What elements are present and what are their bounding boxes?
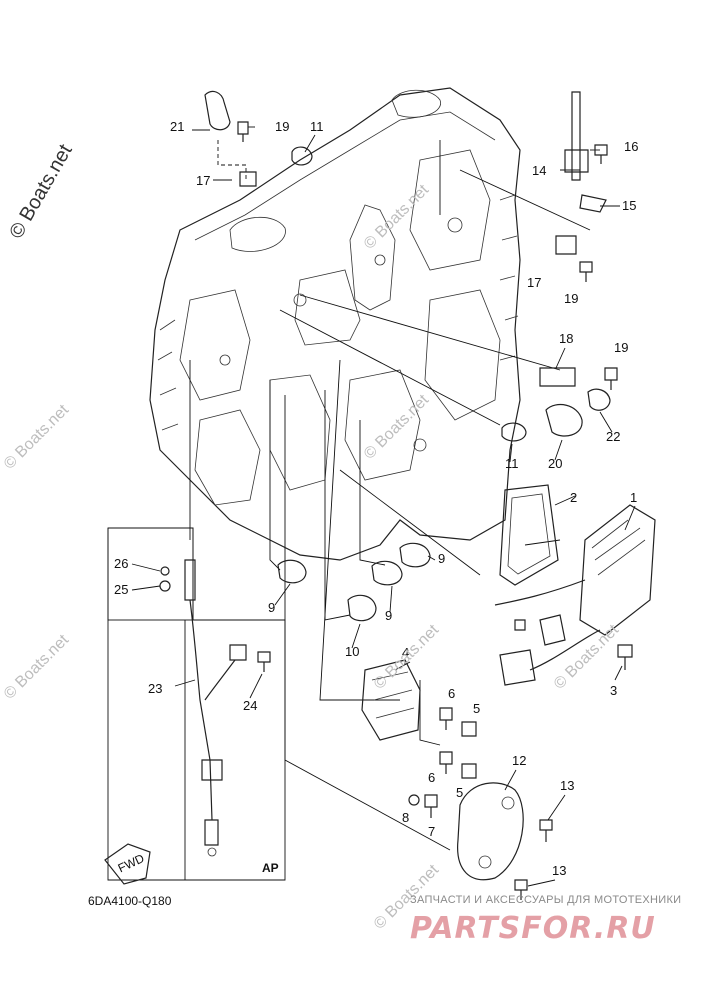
callout-2: 2 [570, 490, 577, 505]
callout-6a: 6 [448, 686, 455, 701]
fwd-arrow: FWD [104, 843, 151, 885]
diagram-code: 6DA4100-Q180 [88, 894, 172, 908]
callout-9a: 9 [438, 551, 445, 566]
callout-19a: 19 [275, 119, 289, 134]
callout-26: 26 [114, 556, 128, 571]
callout-labels: 1 2 3 4 5 5 6 6 7 8 9 9 9 10 11 11 12 13… [114, 119, 638, 878]
watermark-main: © Boats.net [5, 140, 77, 242]
callout-10: 10 [345, 644, 359, 659]
callout-14: 14 [532, 163, 546, 178]
watermark-1: © Boats.net [1, 401, 73, 473]
callout-22: 22 [606, 429, 620, 444]
callout-1: 1 [630, 490, 637, 505]
shop-tagline: ЗАПЧАСТИ И АКСЕССУАРЫ ДЛЯ МОТОТЕХНИКИ [410, 894, 681, 906]
callout-19c: 19 [614, 340, 628, 355]
watermark-5: © Boats.net [371, 621, 443, 693]
callout-13a: 13 [560, 778, 574, 793]
callout-17b: 17 [527, 275, 541, 290]
callout-12: 12 [512, 753, 526, 768]
callout-8: 8 [402, 810, 409, 825]
callout-11b: 11 [505, 456, 519, 471]
callout-5b: 5 [456, 785, 463, 800]
inset-ap-box [107, 527, 286, 881]
callout-21: 21 [170, 119, 184, 134]
callout-15: 15 [622, 198, 636, 213]
small-parts [204, 90, 656, 900]
watermark-4: © Boats.net [361, 391, 433, 463]
callout-3: 3 [610, 683, 617, 698]
callout-25: 25 [114, 582, 128, 597]
callout-19b: 19 [564, 291, 578, 306]
callout-9c: 9 [268, 600, 275, 615]
callout-11a: 11 [310, 119, 324, 134]
callout-6b: 6 [428, 770, 435, 785]
callout-18: 18 [559, 331, 573, 346]
callout-leaders [131, 347, 636, 887]
watermark-2: © Boats.net [1, 631, 73, 703]
callout-16: 16 [624, 139, 638, 154]
callout-9b: 9 [385, 608, 392, 623]
engine-block-drawing [149, 87, 521, 561]
callout-23: 23 [148, 681, 162, 696]
callout-17a: 17 [196, 173, 210, 188]
shop-logo: PARTSFOR.RU [410, 911, 656, 946]
inset-label: AP [262, 861, 279, 875]
watermark-3: © Boats.net [361, 181, 433, 253]
callout-4: 4 [402, 645, 409, 660]
fwd-label: FWD [116, 851, 147, 875]
callout-13b: 13 [552, 863, 566, 878]
callout-5a: 5 [473, 701, 480, 716]
callout-7: 7 [428, 824, 435, 839]
callout-24: 24 [243, 698, 257, 713]
callout-20: 20 [548, 456, 562, 471]
